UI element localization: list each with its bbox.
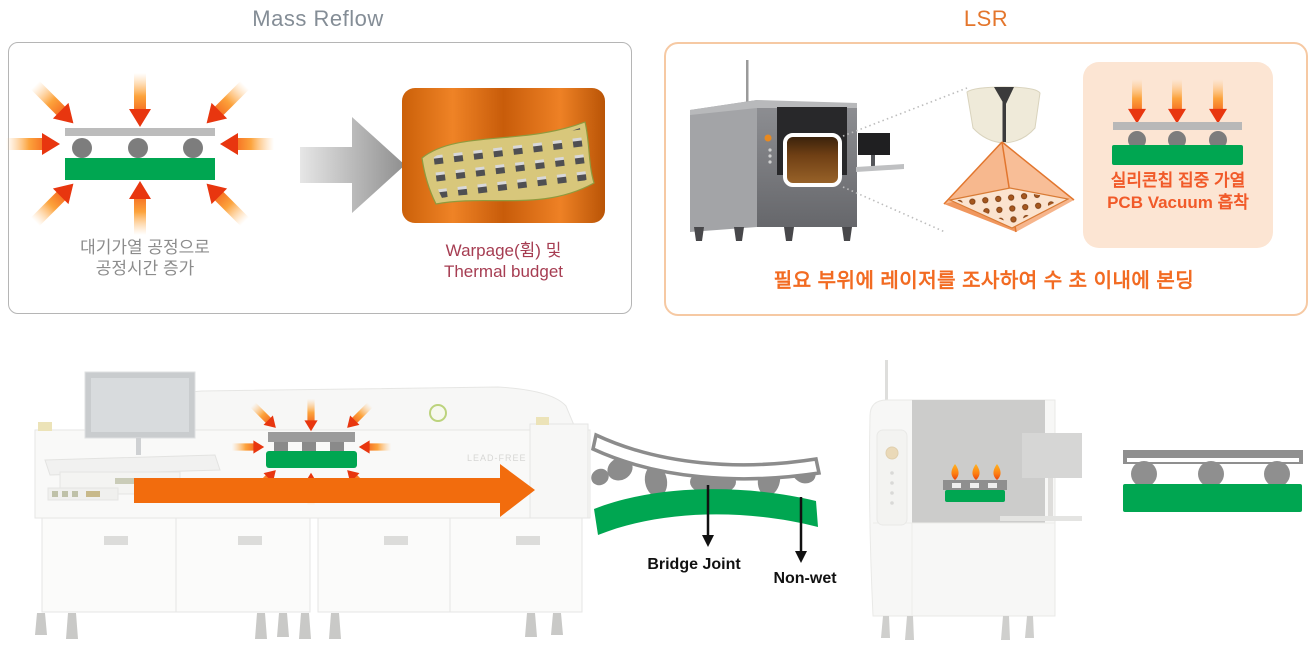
- heat-arrow-icon: [1167, 79, 1187, 124]
- lsr-machine-faded-image: [868, 360, 1082, 640]
- zoom-callout-line: [842, 87, 968, 137]
- heat-arrow-icon: [220, 133, 274, 155]
- pcb-board: [1112, 145, 1243, 165]
- zoom-callout-line: [842, 186, 946, 233]
- caption-line: 대기가열 공정으로: [80, 238, 210, 257]
- machine-left-face: [690, 100, 757, 232]
- lsr-description: 필요 부위에 레이저를 조사하여 수 초 이내에 본딩: [773, 270, 1195, 292]
- machine-feet: [881, 616, 1034, 640]
- warpage-defect-diagram: Bridge Joint Non-wet: [590, 432, 837, 587]
- heat-arrow-icon: [27, 77, 82, 132]
- solder-ball-icon: [183, 138, 203, 158]
- oven-lead-free-label: LEAD-FREE: [467, 453, 527, 463]
- chip-array: [430, 128, 588, 198]
- chip-bar: [1113, 122, 1242, 130]
- solder-ball-icon: [1209, 131, 1227, 149]
- lsr-title: LSR: [963, 6, 1009, 31]
- oven-feet: [35, 613, 563, 639]
- solder-ball-icon: [1168, 131, 1186, 149]
- machine-monitor: [858, 133, 890, 155]
- solder-ball-icon: [1128, 131, 1146, 149]
- nonwet-label: Non-wet: [773, 570, 837, 587]
- warped-chip: [590, 432, 822, 481]
- mass-process-caption: 대기가열 공정으로 공정시간 증가: [40, 237, 250, 279]
- pcb-board: [1123, 484, 1302, 512]
- mass-heating-diagram: [6, 73, 274, 235]
- chip-bar: [65, 128, 215, 136]
- keyboard-shelf: [44, 454, 221, 476]
- conveyor-arrow-icon: [134, 464, 535, 517]
- pcb-board: [65, 158, 215, 180]
- machine-button-icon: [764, 134, 772, 142]
- oven-logo-icon: [429, 404, 447, 422]
- lsr-illustration: [690, 60, 1075, 241]
- chip-bar: [268, 432, 355, 442]
- laser-head-illustration: [943, 86, 1075, 233]
- transition-arrow-icon: [300, 117, 405, 213]
- solder-ball-icon: [1264, 461, 1290, 487]
- warpage-image: [402, 88, 605, 223]
- machine-monitor: [1022, 433, 1082, 478]
- lsr-heating-diagram: [1112, 79, 1243, 165]
- warped-pcb: [594, 489, 818, 535]
- heat-arrow-icon: [1208, 79, 1228, 124]
- caption-line: 공정시간 증가: [95, 259, 195, 278]
- solder-ball-icon: [1131, 461, 1157, 487]
- lsr-callout-box: 실리콘칩 집중 가열 PCB Vacuum 흡착: [1083, 62, 1273, 248]
- control-strip: [47, 487, 119, 501]
- mass-reflow-title: Mass Reflow: [252, 6, 384, 31]
- reflow-oven-image: LEAD-FREE: [34, 371, 591, 639]
- heat-arrow-icon: [129, 73, 151, 127]
- solder-ball-icon: [1198, 461, 1224, 487]
- heat-arrow-icon: [342, 400, 375, 433]
- control-column: [876, 429, 908, 526]
- antenna: [746, 60, 749, 104]
- caption-line: Warpage(휨) 및: [445, 241, 562, 260]
- heat-arrow-icon: [248, 400, 281, 433]
- inwindow-heating-diagram: [943, 464, 1007, 502]
- callout-line: 실리콘칩 집중 가열: [1110, 171, 1246, 190]
- machine-shelf: [856, 164, 904, 172]
- lsr-callout-text: 실리콘칩 집중 가열 PCB Vacuum 흡착: [1083, 170, 1273, 214]
- heat-arrow-icon: [304, 398, 318, 432]
- pcb-board: [945, 490, 1005, 502]
- bridge-joint-label: Bridge Joint: [647, 556, 741, 573]
- heat-arrow-icon: [1127, 79, 1147, 124]
- warpage-caption: Warpage(휨) 및 Thermal budget: [402, 240, 605, 282]
- callout-line: PCB Vacuum 흡착: [1107, 193, 1249, 212]
- solder-ball-icon: [72, 138, 92, 158]
- machine-shelf: [1000, 516, 1082, 521]
- pcb-board: [266, 451, 357, 468]
- oven-heating-diagram: [231, 398, 392, 506]
- antenna: [885, 360, 888, 402]
- machine-button-icon: [885, 446, 899, 460]
- machine-window: [783, 133, 842, 187]
- caption-line: Thermal budget: [443, 262, 564, 281]
- solder-ball-icon: [128, 138, 148, 158]
- flat-bond-diagram: [1123, 450, 1303, 512]
- heat-arrow-icon: [198, 77, 253, 132]
- lsr-machine: [690, 60, 904, 241]
